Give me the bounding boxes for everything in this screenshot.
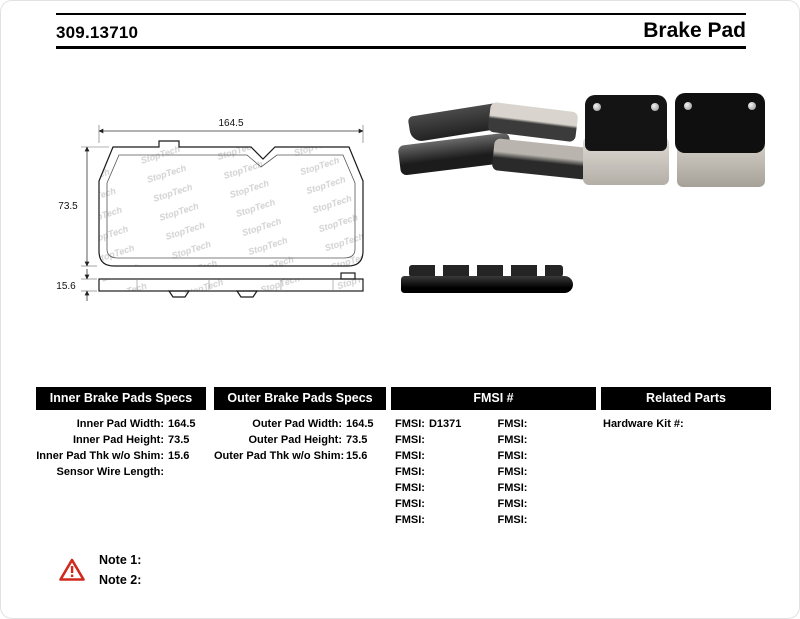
spec-row: Inner Pad Height: 73.5	[36, 432, 206, 448]
pad-profile-body	[401, 276, 573, 293]
pad-profile-clips	[409, 265, 563, 277]
fmsi-label: FMSI:	[395, 514, 425, 526]
pad-side-bottom-tab-2	[235, 290, 259, 298]
pad-clip-icon	[593, 103, 601, 111]
fmsi-row: FMSI:	[494, 464, 597, 480]
pad-side-right-tab	[340, 272, 356, 280]
technical-drawing: StopTech 164.5 73.5	[56, 118, 364, 301]
spec-value: 164.5	[346, 418, 374, 430]
width-dimension: 164.5	[98, 118, 364, 143]
fmsi-row: FMSI:	[391, 432, 494, 448]
spec-value: 164.5	[168, 418, 196, 430]
fmsi-label: FMSI:	[395, 498, 425, 510]
spec-row: Inner Pad Thk w/o Shim: 15.6	[36, 448, 206, 464]
inner-specs-header: Inner Brake Pads Specs	[36, 387, 206, 410]
spec-label: Inner Pad Height:	[72, 434, 164, 446]
spec-value: 15.6	[346, 450, 368, 462]
inner-specs-column: Inner Brake Pads Specs Inner Pad Width: …	[36, 387, 206, 480]
fmsi-row: FMSI:	[494, 432, 597, 448]
fmsi-value: D1371	[428, 418, 462, 430]
fmsi-row: FMSI:	[391, 464, 494, 480]
spec-label: Inner Pad Thk w/o Shim:	[36, 450, 164, 462]
spec-value: 73.5	[168, 434, 190, 446]
fmsi-grid: FMSI: D1371 FMSI: FMSI: FMSI: FMSI:	[391, 416, 596, 528]
note-lines: Note 1: Note 2:	[99, 550, 141, 590]
thickness-dimension: 15.6	[56, 269, 97, 301]
brake-pad-photo-angled-4	[491, 138, 591, 180]
fmsi-label: FMSI:	[395, 434, 425, 446]
thickness-dimension-label: 15.6	[56, 281, 76, 292]
fmsi-label: FMSI:	[497, 418, 528, 430]
fmsi-row: FMSI:	[494, 448, 597, 464]
fmsi-row: FMSI:	[494, 512, 597, 528]
outer-specs-header: Outer Brake Pads Specs	[214, 387, 386, 410]
related-parts-header: Related Parts	[601, 387, 771, 410]
inner-specs-rows: Inner Pad Width: 164.5 Inner Pad Height:…	[36, 416, 206, 480]
pad-side-outline	[98, 278, 364, 292]
width-dimension-label: 164.5	[218, 118, 243, 129]
pad-clip-icon	[748, 102, 756, 110]
spec-row: Outer Pad Width: 164.5	[214, 416, 386, 432]
spec-label: Sensor Wire Length:	[56, 466, 164, 478]
fmsi-label: FMSI:	[395, 418, 425, 430]
spec-row: Sensor Wire Length:	[36, 464, 206, 480]
brake-pad-photo-backing-right	[675, 93, 765, 153]
fmsi-label: FMSI:	[497, 514, 528, 526]
fmsi-row: FMSI:	[494, 496, 597, 512]
pad-front-inner-outline	[106, 154, 356, 259]
spec-value: 73.5	[346, 434, 368, 446]
spec-row: Outer Pad Height: 73.5	[214, 432, 386, 448]
spec-label: Inner Pad Width:	[76, 418, 164, 430]
outer-specs-column: Outer Brake Pads Specs Outer Pad Width: …	[214, 387, 386, 464]
fmsi-label: FMSI:	[497, 466, 528, 478]
height-dimension: 73.5	[58, 146, 109, 267]
related-parts-rows: Hardware Kit #:	[601, 416, 771, 432]
brake-pad-photo-side-profile	[401, 263, 573, 299]
fmsi-row: FMSI: D1371	[391, 416, 494, 432]
height-dimension-label: 73.5	[58, 201, 78, 212]
warning-icon	[59, 558, 85, 581]
fmsi-label: FMSI:	[395, 466, 425, 478]
spec-value: 15.6	[168, 450, 190, 462]
fmsi-header: FMSI #	[391, 387, 596, 410]
spec-row: Inner Pad Width: 164.5	[36, 416, 206, 432]
related-label: Hardware Kit #:	[603, 418, 684, 430]
related-row: Hardware Kit #:	[601, 416, 771, 432]
fmsi-column: FMSI # FMSI: D1371 FMSI: FMSI: FMSI:	[391, 387, 596, 528]
fmsi-row: FMSI:	[391, 480, 494, 496]
fmsi-label: FMSI:	[497, 434, 528, 446]
fmsi-row: FMSI:	[391, 496, 494, 512]
fmsi-label: FMSI:	[395, 482, 425, 494]
pad-side-bottom-tab-1	[167, 290, 191, 298]
spec-label: Outer Pad Thk w/o Shim:	[214, 450, 345, 462]
note-1: Note 1:	[99, 553, 142, 567]
fmsi-left-column: FMSI: D1371 FMSI: FMSI: FMSI: FMSI:	[391, 416, 494, 528]
fmsi-right-column: FMSI: FMSI: FMSI: FMSI: FMSI:	[494, 416, 597, 528]
pad-clip-icon	[684, 102, 692, 110]
fmsi-label: FMSI:	[497, 482, 528, 494]
fmsi-label: FMSI:	[497, 498, 528, 510]
fmsi-label: FMSI:	[395, 450, 425, 462]
related-parts-column: Related Parts Hardware Kit #:	[601, 387, 771, 432]
fmsi-row: FMSI:	[391, 448, 494, 464]
note-2: Note 2:	[99, 573, 142, 587]
header: 309.13710 Brake Pad	[56, 13, 746, 49]
fmsi-row: FMSI:	[494, 416, 597, 432]
pad-side-view	[98, 272, 364, 298]
spec-row: Outer Pad Thk w/o Shim: 15.6	[214, 448, 386, 464]
notes-section: Note 1: Note 2:	[59, 550, 141, 590]
brake-pad-photo-backing-left	[585, 95, 667, 151]
fmsi-row: FMSI:	[391, 512, 494, 528]
part-number: 309.13710	[56, 23, 139, 42]
spec-label: Outer Pad Width:	[252, 418, 342, 430]
spec-label: Outer Pad Height:	[248, 434, 342, 446]
pad-clip-icon	[651, 103, 659, 111]
fmsi-row: FMSI:	[494, 480, 597, 496]
fmsi-label: FMSI:	[497, 450, 528, 462]
outer-specs-rows: Outer Pad Width: 164.5 Outer Pad Height:…	[214, 416, 386, 464]
pad-front-view	[98, 140, 364, 267]
page-title: Brake Pad	[643, 19, 746, 42]
pad-front-outline	[98, 140, 364, 267]
